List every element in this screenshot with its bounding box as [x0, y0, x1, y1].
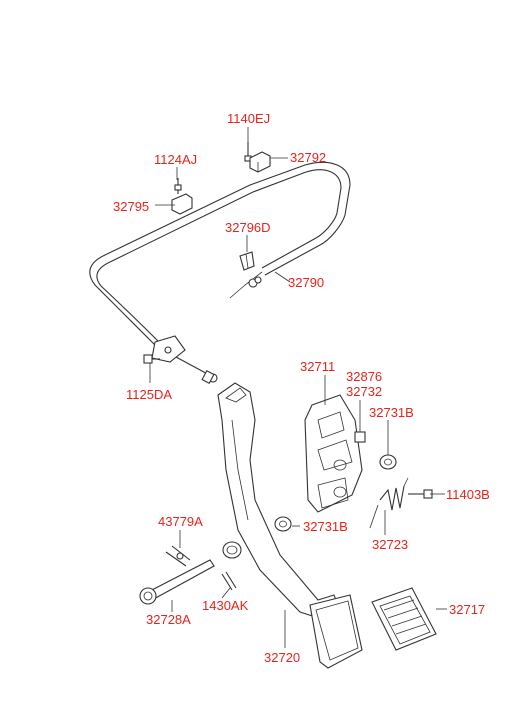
clip-32792 [249, 151, 271, 173]
clip-32795 [171, 193, 193, 215]
label-32728a: 32728A [146, 612, 191, 627]
pin-32728a [139, 559, 215, 605]
cotter-pin-1430ak [221, 571, 237, 591]
leader-lines [149, 127, 447, 648]
label-32790: 32790 [288, 275, 324, 290]
clip-32796d [239, 251, 255, 271]
accelerator-cable [89, 161, 351, 351]
label-1125da: 1125DA [126, 387, 172, 402]
clip-43779a [165, 545, 191, 567]
label-1430ak: 1430AK [202, 598, 249, 613]
pedal-pad [309, 594, 363, 669]
pedal-arm [217, 382, 341, 621]
label-11403b: 11403B [446, 487, 490, 502]
label-32731b-bottom: 32731B [303, 519, 348, 534]
label-32792: 32792 [290, 150, 326, 165]
bolt-1125da [143, 354, 160, 364]
pedal-bracket [304, 394, 363, 513]
label-32731b-top: 32731B [369, 405, 414, 420]
label-32723: 32723 [372, 537, 408, 552]
stopper-32876 [354, 431, 366, 443]
label-1140ej: 1140EJ [227, 111, 270, 126]
label-32732: 32732 [346, 384, 382, 399]
washer-32731b-top [379, 454, 397, 470]
label-43779a: 43779A [158, 514, 203, 529]
washer-32731b-bottom [274, 516, 292, 532]
label-32876: 32876 [346, 369, 382, 384]
label-32795: 32795 [113, 199, 149, 214]
pedal-rubber-pad-32717 [371, 587, 437, 651]
label-1124aj: 1124AJ [154, 152, 197, 167]
label-32720: 32720 [264, 650, 300, 665]
label-32717: 32717 [449, 602, 485, 617]
bolt-11403b [408, 489, 433, 499]
label-32711: 32711 [300, 359, 335, 374]
label-32796d: 32796D [225, 220, 271, 235]
spring-32723 [369, 477, 409, 529]
bolt-1124aj [174, 178, 182, 194]
